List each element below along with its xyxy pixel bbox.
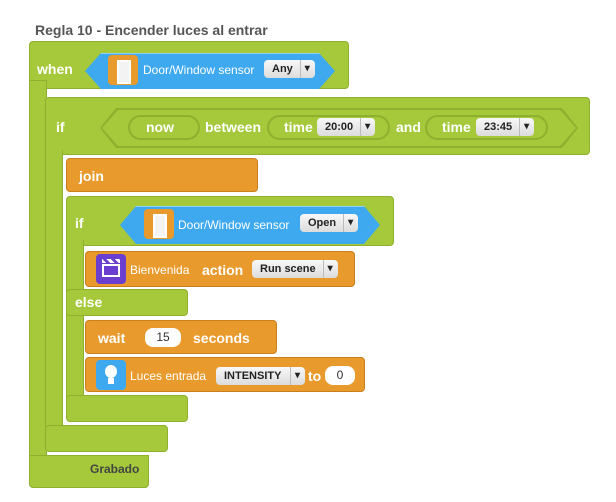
property-dropdown[interactable]: INTENSITY xyxy=(216,367,305,385)
to-label: to xyxy=(308,368,322,384)
time-end-dropdown[interactable]: 23:45 xyxy=(476,118,535,136)
join-block[interactable] xyxy=(66,158,258,192)
lightbulb-icon xyxy=(96,360,126,390)
if-block-footer xyxy=(45,425,168,452)
if-block-column xyxy=(45,150,63,440)
join-label: join xyxy=(79,168,104,184)
time-label-end: time xyxy=(442,119,471,135)
rule-title: Regla 10 - Encender luces al entrar xyxy=(35,22,268,38)
wait-label: wait xyxy=(98,330,126,346)
when-block-footer xyxy=(29,455,149,488)
action-label: action xyxy=(202,262,244,278)
now-block[interactable] xyxy=(128,115,200,140)
state-dropdown[interactable]: Any xyxy=(264,60,315,78)
sensor-state-dropdown[interactable]: Open xyxy=(300,214,359,232)
sensor-name: Door/Window sensor xyxy=(178,218,290,232)
seconds-label: seconds xyxy=(193,330,250,346)
if-label: if xyxy=(56,119,65,135)
action-dropdown[interactable]: Run scene xyxy=(252,260,338,278)
wait-block[interactable] xyxy=(85,320,277,354)
door-icon xyxy=(108,55,138,85)
scene-name: Bienvenida xyxy=(130,263,190,277)
time-start-dropdown[interactable]: 20:00 xyxy=(317,118,376,136)
clapperboard-icon xyxy=(96,254,126,284)
and-label: and xyxy=(396,119,421,135)
else-bar xyxy=(66,289,188,316)
wait-seconds-input[interactable]: 15 xyxy=(145,328,181,347)
inner-if-column xyxy=(66,240,84,410)
save-status: Grabado xyxy=(90,462,140,476)
now-label: now xyxy=(146,119,174,135)
when-label: when xyxy=(37,61,73,77)
door-icon xyxy=(144,209,174,239)
sensor-name: Door/Window sensor xyxy=(143,63,255,77)
time-label-start: time xyxy=(284,119,313,135)
light-name: Luces entrada xyxy=(130,369,207,383)
inner-if-footer xyxy=(66,395,188,422)
else-label: else xyxy=(75,294,103,310)
between-label: between xyxy=(205,119,262,135)
light-value-input[interactable]: 0 xyxy=(325,366,355,385)
inner-if-label: if xyxy=(75,215,84,231)
